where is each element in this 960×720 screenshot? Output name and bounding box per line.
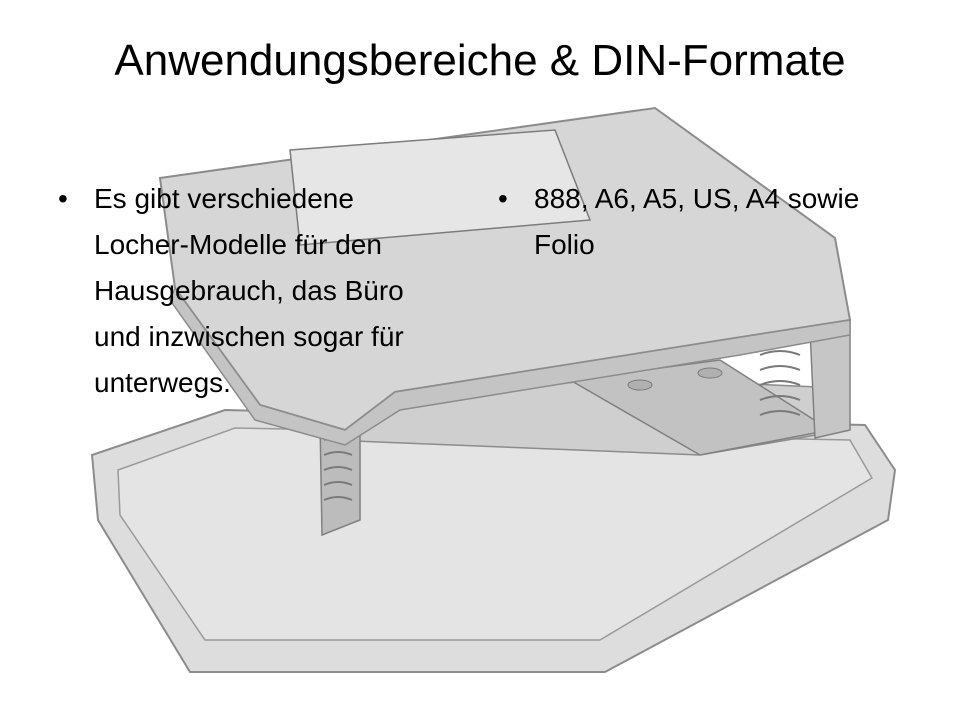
punch-hole-left <box>627 379 653 391</box>
bullet-item: • Es gibt verschiedene Locher-Modelle fü… <box>58 176 448 406</box>
bullet-text: Es gibt verschiedene Locher-Modelle für … <box>94 183 404 398</box>
bullet-text: 888, A6, A5, US, A4 sowie Folio <box>534 183 860 260</box>
punch-base-rim <box>117 427 874 641</box>
punch-hole-right <box>697 367 723 379</box>
punch-lever-window <box>289 129 592 246</box>
bullet-item: • 888, A6, A5, US, A4 sowie Folio <box>498 176 888 268</box>
bullet-icon: • <box>498 183 508 214</box>
punch-lever-front-face <box>169 286 851 446</box>
slide-title: Anwendungsbereiche & DIN-Formate <box>114 36 846 85</box>
bullet-icon: • <box>58 183 68 214</box>
right-bullet-list: • 888, A6, A5, US, A4 sowie Folio <box>498 176 888 268</box>
left-bullet-list: • Es gibt verschiedene Locher-Modelle fü… <box>58 176 448 406</box>
